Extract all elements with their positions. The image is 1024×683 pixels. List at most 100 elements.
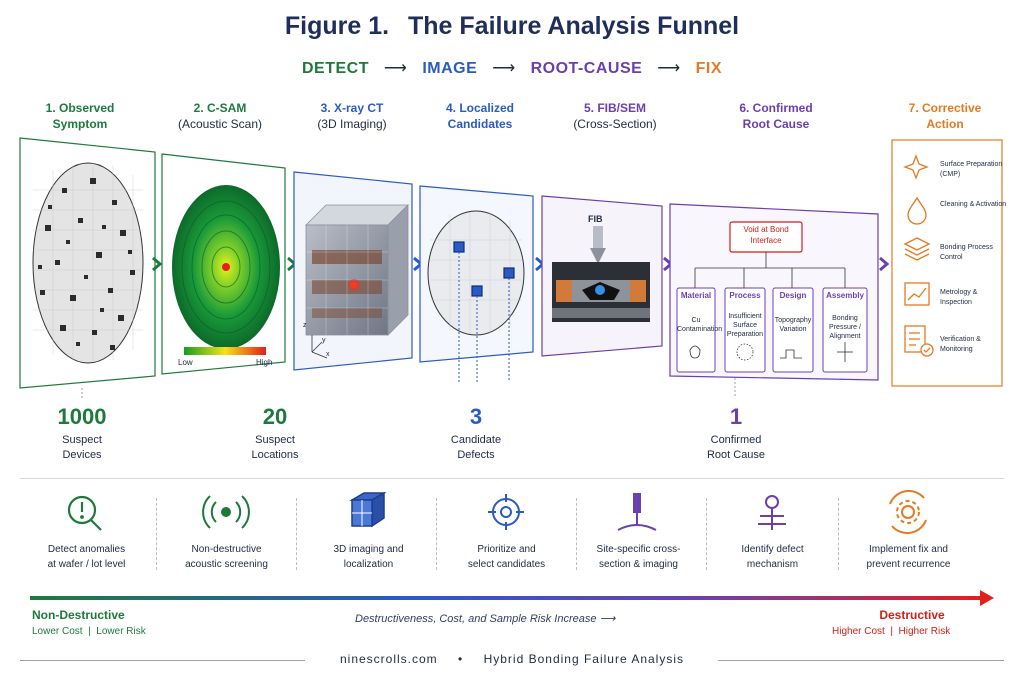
candidate-marker xyxy=(453,241,465,253)
footer-line xyxy=(718,660,1004,661)
phase-detect: DETECT xyxy=(301,60,369,77)
csam-high-label: High xyxy=(256,358,273,367)
panel-xray-ct xyxy=(293,171,413,371)
branch-assembly-title: Assembly xyxy=(826,291,864,300)
branch-process-detail: Insufficient Surface Preparation xyxy=(726,313,764,338)
scale-right: Destructive Higher Cost | Higher Risk xyxy=(832,608,992,637)
phase-root-cause: ROOT-CAUSE xyxy=(530,60,643,77)
divider xyxy=(156,498,157,570)
figure-title-text: The Failure Analysis Funnel xyxy=(408,12,740,40)
phase-flow: DETECT ⟶ IMAGE ⟶ ROOT-CAUSE ⟶ FIX xyxy=(0,58,1024,78)
magnifier-alert-icon xyxy=(67,495,102,531)
footer-line xyxy=(20,660,305,661)
csam-colorbar xyxy=(184,347,266,355)
scale-right-title: Destructive xyxy=(879,608,945,622)
phase-fix: FIX xyxy=(695,60,723,77)
fishbone-icon xyxy=(758,495,786,530)
chart-icon xyxy=(904,282,930,306)
count-suspect-devices: 1000 xyxy=(57,404,107,429)
ct-cube xyxy=(305,204,409,336)
figure-title: Figure 1. The Failure Analysis Funnel xyxy=(0,12,1024,41)
chevron-right-icon xyxy=(879,256,890,272)
layers-icon xyxy=(903,237,931,261)
defect-hotspot xyxy=(222,263,230,271)
count-confirmed-root-cause: 1 xyxy=(729,404,743,429)
droplet-icon xyxy=(907,196,927,225)
defective-dies xyxy=(38,178,135,350)
branch-design-detail: Topography Variation xyxy=(774,317,812,333)
bottom-icons xyxy=(67,490,927,535)
divider xyxy=(838,498,839,570)
defect-hotspot xyxy=(351,282,357,288)
footer-dot: • xyxy=(458,652,464,666)
signal-icon xyxy=(202,495,250,529)
phase-image: IMAGE xyxy=(422,60,478,77)
candidate-marker xyxy=(471,285,483,297)
branch-design-title: Design xyxy=(779,291,807,300)
scale-left-sub: Lower Cost | Lower Risk xyxy=(32,626,146,637)
arrow-right-icon: ⟶ xyxy=(599,613,616,625)
root-cause-root: Void at Bond Interface xyxy=(743,225,789,245)
panel-csam xyxy=(161,153,286,375)
csam-low-label: Low xyxy=(178,358,193,367)
destructiveness-scale-arrow xyxy=(30,590,994,606)
divider xyxy=(296,498,297,570)
count-candidate-defects: 3 xyxy=(469,404,483,429)
arrow-icon: ⟶ xyxy=(657,60,681,77)
crosshair-icon xyxy=(488,494,524,530)
branch-assembly-detail: Bonding Pressure / Alignment xyxy=(829,315,861,340)
beam-icon xyxy=(617,493,657,531)
step-label-3: 3. X-ray CT(3D Imaging) xyxy=(317,101,387,131)
scale-center-caption: Destructiveness, Cost, and Sample Risk I… xyxy=(355,613,616,625)
fib-label: FIB xyxy=(588,214,603,224)
panel-observed-symptom xyxy=(19,137,156,389)
divider xyxy=(436,498,437,570)
branch-process-title: Process xyxy=(729,291,761,300)
panel-localized-candidates xyxy=(419,185,534,382)
chevron-right-icon xyxy=(152,256,163,272)
axes-icon xyxy=(311,335,328,359)
figure-label: Figure 1. xyxy=(284,12,390,40)
bottom-caption: Site-specific cross-section & imaging xyxy=(596,544,681,570)
panel-fib-sem xyxy=(541,195,663,357)
axis-y-label: y xyxy=(322,337,326,344)
panel-root-cause xyxy=(669,203,879,381)
step-label-5: 5. FIB/SEM(Cross-Section) xyxy=(573,101,657,131)
count-suspect-locations: 20 xyxy=(262,404,288,429)
axis-x-label: x xyxy=(326,351,330,358)
divider xyxy=(20,478,1004,479)
candidate-marker xyxy=(503,267,515,279)
step-label-2: 2. C-SAM(Acoustic Scan) xyxy=(177,101,263,131)
footer-topic: Hybrid Bonding Failure Analysis xyxy=(483,652,684,666)
arrow-icon: ⟶ xyxy=(383,60,408,77)
branch-material-title: Material xyxy=(680,291,712,300)
sparkle-icon xyxy=(903,154,929,180)
branch-material-detail: Cu Contamination xyxy=(677,317,723,333)
cube-icon xyxy=(349,491,387,528)
scale-left: Non-Destructive Lower Cost | Lower Risk xyxy=(32,608,146,637)
scale-left-title: Non-Destructive xyxy=(32,608,125,622)
arrow-icon: ⟶ xyxy=(492,60,516,77)
divider xyxy=(706,498,707,570)
footer-site: ninescrolls.com xyxy=(339,652,438,666)
scale-right-sub: Higher Cost | Higher Risk xyxy=(832,626,951,637)
axis-z-label: z xyxy=(303,322,307,329)
checklist-icon xyxy=(904,325,934,357)
funnel-graphic xyxy=(19,137,1003,398)
divider xyxy=(576,498,577,570)
gear-cycle-icon xyxy=(889,490,927,535)
